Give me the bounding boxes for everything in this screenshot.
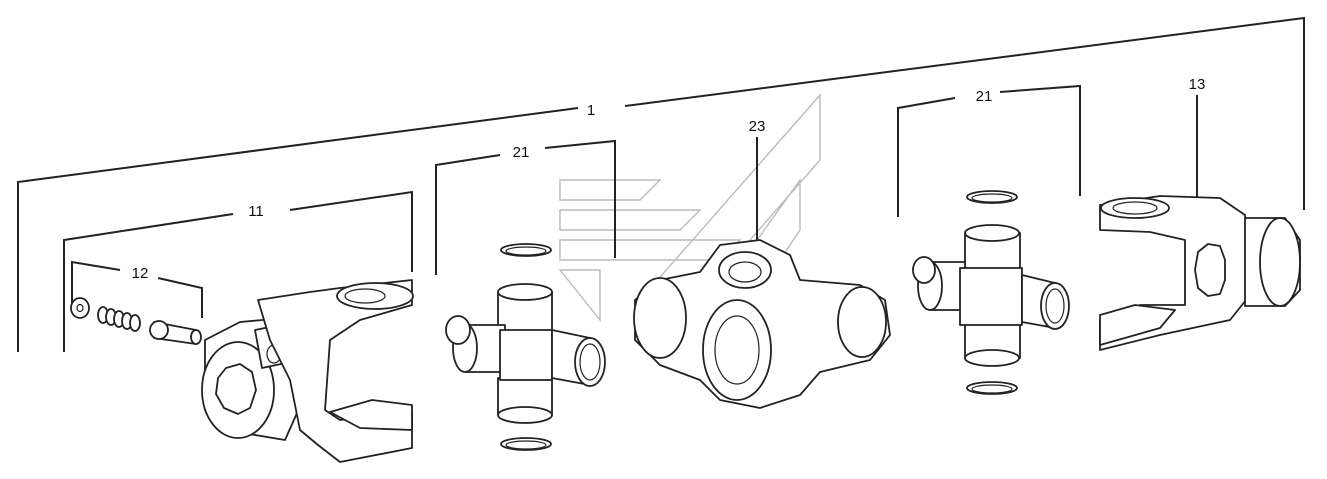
bracket-lines [17, 16, 1305, 352]
bracket-spring-kit [71, 260, 203, 318]
callout-cross-left: 21 [513, 144, 530, 161]
callout-labels: 1 11 12 21 23 21 13 [132, 76, 1206, 282]
spring-kit-part [70, 297, 202, 345]
callout-yoke-left: 11 [248, 203, 264, 220]
callout-yoke-right: 13 [1189, 76, 1206, 93]
bracket-assembly [17, 16, 1305, 352]
left-yoke-part [201, 279, 414, 463]
center-yoke-part [633, 239, 891, 409]
bracket-cross-left [435, 139, 616, 275]
callout-assembly: 1 [587, 102, 595, 119]
callout-cross-right: 21 [976, 88, 993, 105]
callout-center-yoke: 23 [749, 118, 766, 135]
right-cross-part [912, 190, 1070, 395]
bracket-cross-right [897, 84, 1081, 217]
callout-spring-kit: 12 [132, 265, 149, 282]
left-cross-part [445, 243, 606, 451]
right-yoke-part [1099, 195, 1301, 351]
bracket-yoke-left [63, 190, 413, 352]
